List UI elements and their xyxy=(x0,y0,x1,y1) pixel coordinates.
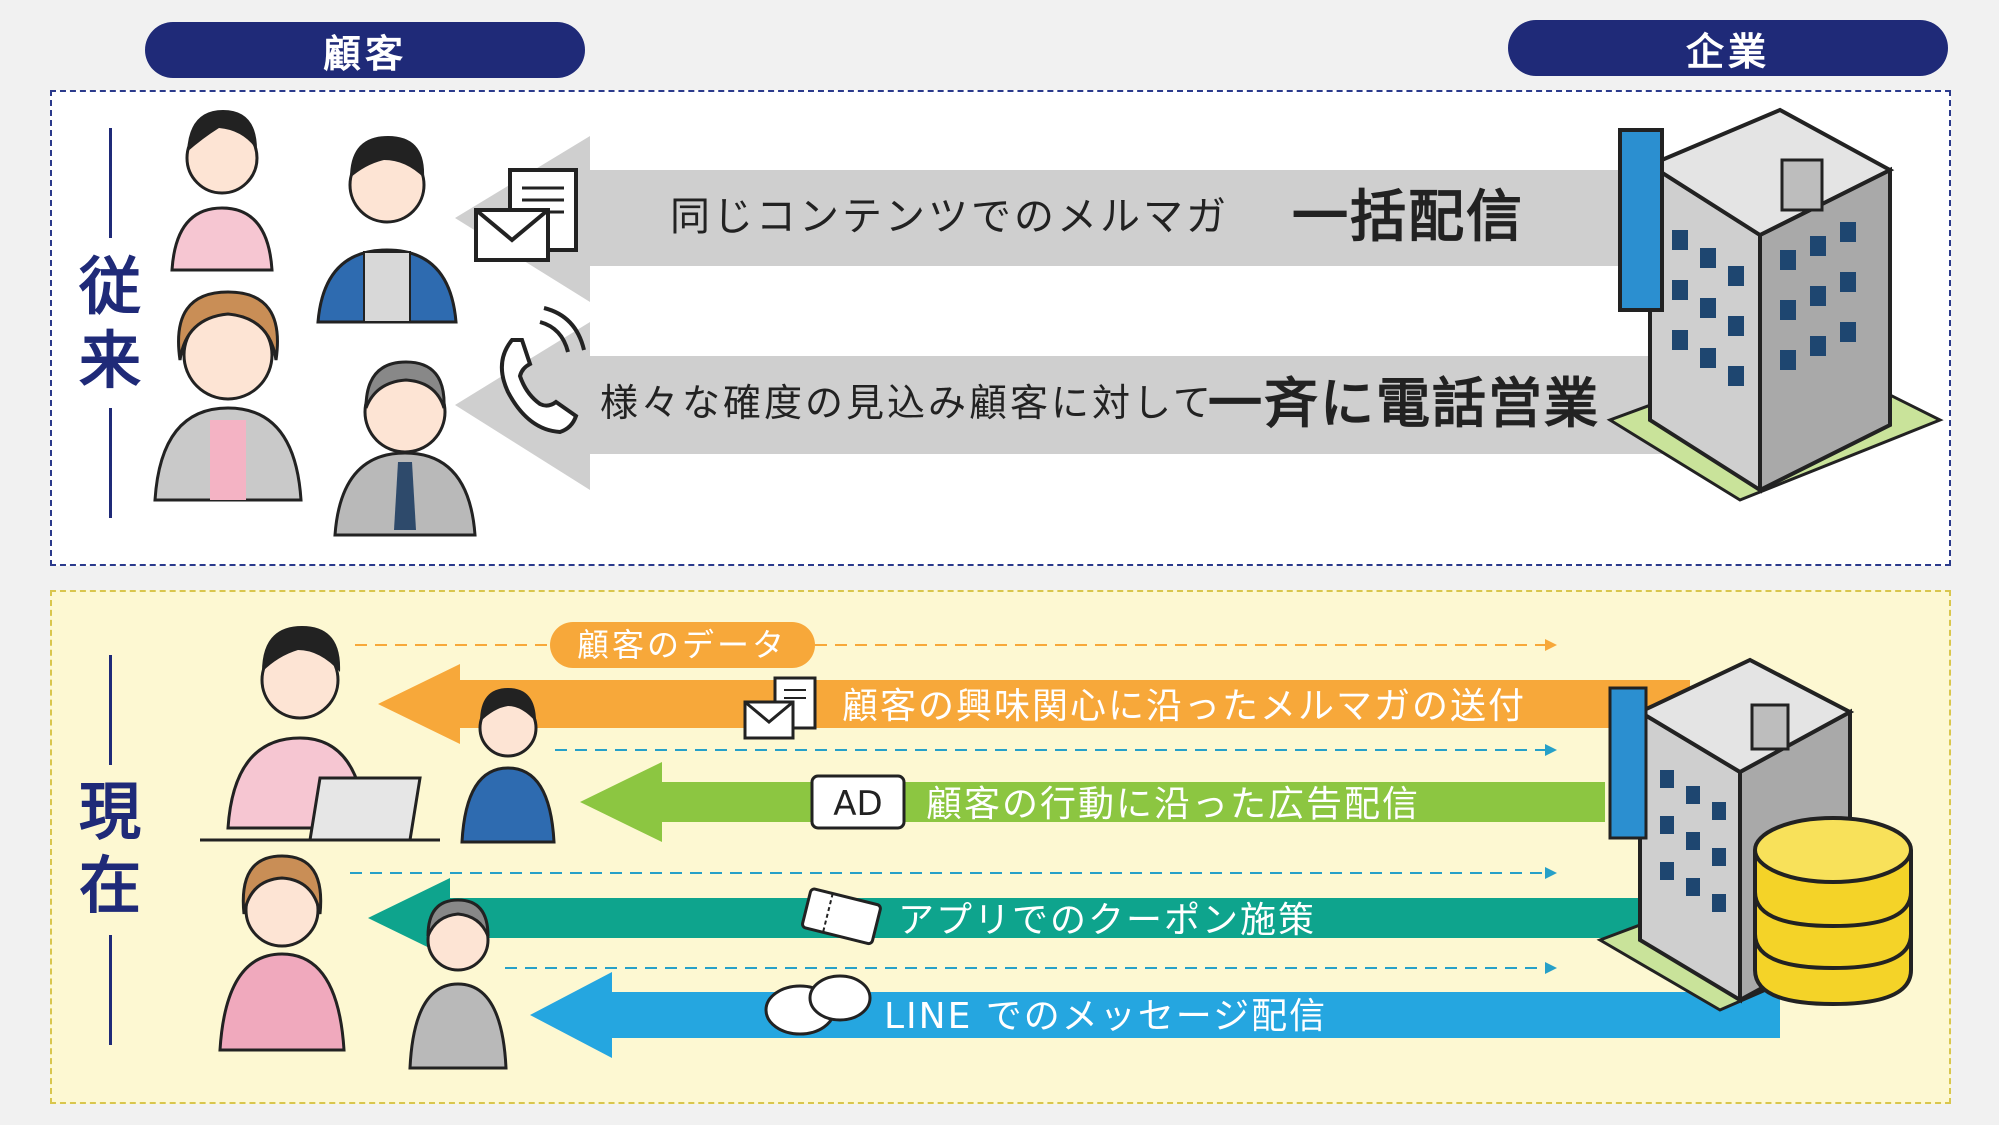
old-label-char-1: 従 xyxy=(78,250,141,323)
new-arrow3-text: アプリでのクーポン施策 xyxy=(898,900,1316,941)
mail-icon xyxy=(743,676,817,740)
old-label-line-top xyxy=(109,128,112,238)
person-icon xyxy=(218,854,346,1052)
data-flow-arrowhead-orange xyxy=(1545,639,1557,651)
customer-data-badge xyxy=(550,622,815,668)
old-arrow-mail xyxy=(455,136,1620,302)
data-flow-arrowheads xyxy=(1545,744,1557,974)
customer-header: 顧客 xyxy=(145,22,585,78)
person-icon xyxy=(153,290,303,502)
old-arrow1-text-big: 一括配信 xyxy=(1292,185,1524,250)
database-icon xyxy=(1753,816,1913,1007)
data-flow-lines-blue xyxy=(350,749,1545,969)
phone-icon xyxy=(500,306,586,435)
old-section-label: 従 来 xyxy=(70,250,150,398)
new-label-line-top xyxy=(109,655,112,765)
mail-icon xyxy=(474,168,578,262)
old-arrow1-text-small: 同じコンテンツでのメルマガ xyxy=(670,194,1229,240)
person-icon xyxy=(316,136,458,324)
old-arrow2-text-small: 様々な確度の見込み顧客に対して xyxy=(600,381,1214,425)
new-label-line-bottom xyxy=(109,935,112,1045)
person-icon xyxy=(170,110,274,272)
new-label-char-2: 在 xyxy=(78,849,141,922)
person-icon xyxy=(460,688,556,844)
old-arrow-phone xyxy=(455,322,1680,490)
old-arrow2-text-big: 一斉に電話営業 xyxy=(1208,372,1600,435)
ad-icon xyxy=(810,774,906,830)
chat-icon xyxy=(764,974,872,1036)
new-label-char-1: 現 xyxy=(78,775,141,848)
new-arrow4-text: LINE でのメッセージ配信 xyxy=(884,996,1327,1037)
building-icon xyxy=(1606,107,1944,502)
person-icon xyxy=(333,360,477,537)
old-label-line-bottom xyxy=(109,408,112,518)
person-icon xyxy=(408,898,508,1070)
person-icon xyxy=(200,626,440,842)
new-section-label: 現 在 xyxy=(70,775,150,923)
ad-badge-text: AD xyxy=(833,784,882,824)
old-label-char-2: 来 xyxy=(78,324,141,397)
company-header: 企業 xyxy=(1508,20,1948,76)
building-icon xyxy=(1596,657,1884,1012)
customer-data-badge-text: 顧客のデータ xyxy=(577,626,787,664)
new-arrow-newsletter xyxy=(378,664,1690,744)
new-arrow1-text: 顧客の興味関心に沿ったメルマガの送付 xyxy=(842,686,1526,727)
new-arrow-coupon xyxy=(368,878,1640,958)
coupon-icon xyxy=(801,887,882,946)
new-arrow2-text: 顧客の行動に沿った広告配信 xyxy=(926,784,1420,825)
